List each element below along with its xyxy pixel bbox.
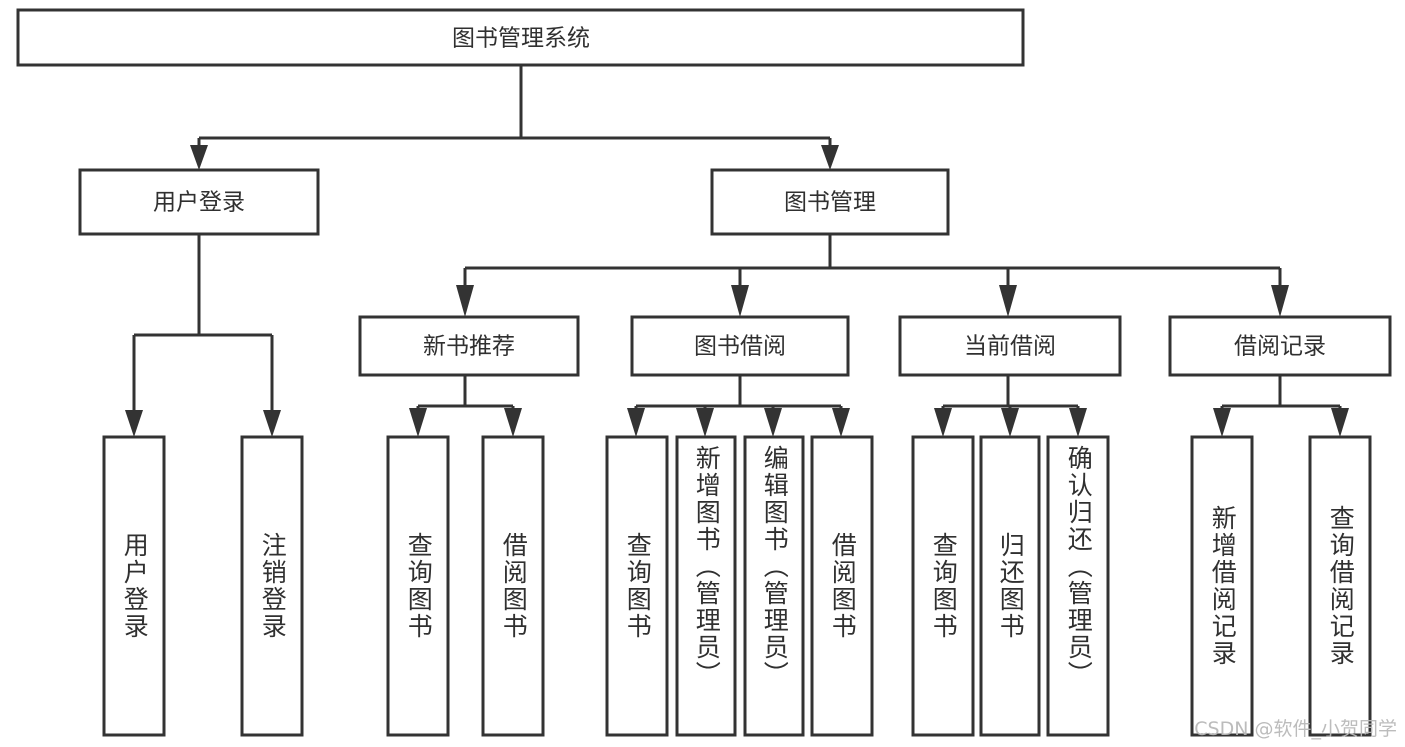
connector-root-to-level2 [190,65,839,170]
arrow-head-new-book-rec [456,285,474,317]
connector-newbook-to-leaves [409,375,522,437]
arrow-head-leaf-query-book-3 [934,408,952,437]
arrow-head-leaf-add-record [1213,408,1231,437]
leaf-box-logout[interactable] [240,435,304,737]
leaf-box-query-book-2[interactable] [605,435,669,737]
node-root-box[interactable] [16,8,1025,67]
node-current-borrow-box[interactable] [898,315,1122,377]
leaf-boxes-group [102,435,1372,737]
node-book-manage-box[interactable] [710,168,950,236]
leaf-box-query-book-1[interactable] [386,435,450,737]
node-current-borrow-label: 当前借阅 [964,334,1056,360]
arrow-head-user-login [190,145,208,170]
leaf-box-borrow-book-2[interactable] [810,435,874,737]
node-book-borrow-box[interactable] [630,315,850,377]
leaf-box-user-login[interactable] [102,435,166,737]
connector-bookborrow-to-leaves [627,375,850,437]
node-book-manage-label: 图书管理 [784,190,876,216]
leaf-box-borrow-book-1[interactable] [481,435,545,737]
node-book-borrow-label: 图书借阅 [694,334,786,360]
leaf-box-query-book-3[interactable] [911,435,975,737]
node-new-book-rec-label: 新书推荐 [423,334,515,360]
arrow-head-leaf-borrow-book-2 [832,408,850,437]
arrow-head-leaf-confirm-return [1069,408,1087,437]
leaf-box-add-record[interactable] [1190,435,1254,737]
arrow-head-current-borrow [999,285,1017,317]
arrow-head-leaf-edit-book [764,408,782,437]
node-new-book-rec-box[interactable] [358,315,580,377]
arrow-head-book-borrow [731,285,749,317]
connector-bookmanage-to-level3 [456,234,1289,317]
node-user-login-box[interactable] [78,168,320,236]
node-borrow-record-label: 借阅记录 [1234,334,1326,360]
arrow-head-leaf-add-book [696,408,714,437]
leaf-box-add-book[interactable] [675,435,737,737]
arrow-head-leaf-user-login [125,410,143,437]
node-user-login-label: 用户登录 [153,190,245,216]
arrow-head-leaf-query-book-1 [409,408,427,437]
arrow-head-leaf-return-book [1001,408,1019,437]
leaf-box-return-book[interactable] [979,435,1041,737]
leaf-box-edit-book[interactable] [743,435,805,737]
leaf-box-confirm-return[interactable] [1046,435,1110,737]
connector-userlogin-to-leaves [125,234,281,437]
node-root-label: 图书管理系统 [452,26,590,52]
arrow-head-borrow-record [1271,285,1289,317]
arrow-head-leaf-borrow-book-1 [504,408,522,437]
arrow-head-leaf-query-record [1331,408,1349,437]
connector-currentborrow-to-leaves [934,375,1087,437]
csdn-watermark: CSDN @软件_小贺同学 [1194,718,1397,740]
arrow-head-book-manage [821,145,839,170]
connector-borrowrecord-to-leaves [1213,375,1349,437]
arrow-head-leaf-logout [263,410,281,437]
leaf-box-query-record[interactable] [1308,435,1372,737]
node-borrow-record-box[interactable] [1168,315,1392,377]
arrow-head-leaf-query-book-2 [627,408,645,437]
